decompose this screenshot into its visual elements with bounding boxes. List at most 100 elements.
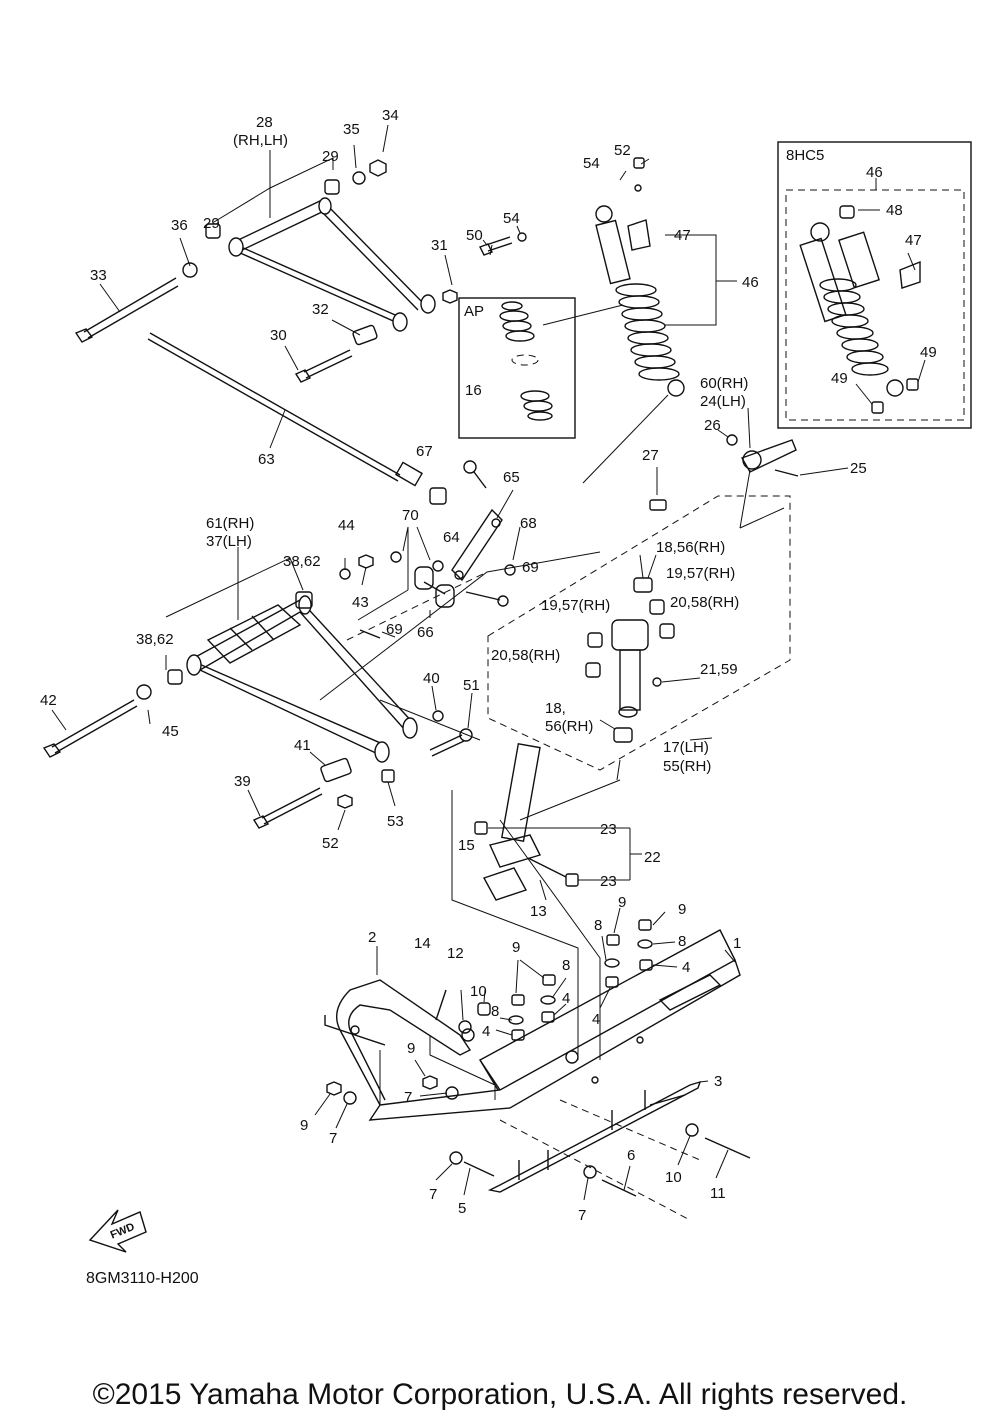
callout: 34 [382,107,399,124]
callout: 55(RH) [663,758,711,775]
callout: 41 [294,737,311,754]
callout: 67 [416,443,433,460]
callout: 69 [522,559,539,576]
callout: 66 [417,624,434,641]
callout: 8 [594,917,602,934]
ski-handle [324,979,475,1106]
callout: 47 [674,227,691,244]
callout: 9 [618,894,626,911]
callout: 28 [256,114,273,131]
ski-hardware [326,919,751,1197]
callout: 48 [886,202,903,219]
callout: 19,57(RH) [541,597,610,614]
callout: 63 [258,451,275,468]
callout: 68 [520,515,537,532]
callout: 8 [678,933,686,950]
callout: 54 [503,210,520,227]
callout: 39 [234,773,251,790]
callout: 4 [482,1023,490,1040]
callout: 31 [431,237,448,254]
callout: 9 [300,1117,308,1134]
callout: 56(RH) [545,718,593,735]
callout: 40 [423,670,440,687]
callout: 9 [407,1040,415,1057]
bolt-51 [429,728,473,757]
bolt-30 [294,349,353,383]
callout: 30 [270,327,287,344]
callout: 44 [338,517,355,534]
callout: 51 [463,677,480,694]
callout: 26 [704,417,721,434]
callout: 21,59 [700,661,738,678]
shock-absorber [582,157,685,484]
callouts: 1 2 3 4 4 4 4 5 6 7 7 7 7 8 8 8 8 9 9 9 … [40,107,937,1224]
callout: 70 [402,507,419,524]
callout: 52 [614,142,631,159]
callout: 10 [665,1169,682,1186]
callout: 65 [503,469,520,486]
callout: 42 [40,692,57,709]
callout: (RH,LH) [233,132,288,149]
callout: 7 [429,1186,437,1203]
callout: 61(RH) [206,515,254,532]
callout: 7 [329,1130,337,1147]
callout: 7 [404,1089,412,1106]
callout: 24(LH) [700,393,746,410]
callout: 46 [866,164,883,181]
callout: 49 [831,370,848,387]
callout: 5 [458,1200,466,1217]
inset-8hc5: 8HC5 [777,141,972,429]
callout: 52 [322,835,339,852]
callout: 22 [644,849,661,866]
callout: 19,57(RH) [666,565,735,582]
callout: 25 [850,460,867,477]
steering-arm [726,434,799,477]
callout: 13 [530,903,547,920]
callout: 9 [678,901,686,918]
callout: 49 [920,344,937,361]
callout: 23 [600,821,617,838]
callout: 18, [545,700,566,717]
inset-8hc5-label: 8HC5 [786,147,824,164]
callout: 14 [414,935,431,952]
bolt-33 [74,277,179,343]
callout: 54 [583,155,600,172]
shock-spring [615,283,680,381]
callout: 45 [162,723,179,740]
callout: 20,58(RH) [670,594,739,611]
callout: 8 [491,1003,499,1020]
callout: 8 [562,957,570,974]
callout: 12 [447,945,464,962]
copyright-notice: ©2015 Yamaha Motor Corporation, U.S.A. A… [92,1378,908,1411]
bolt-39 [252,787,323,829]
callout: 36 [171,217,188,234]
callout: 64 [443,529,460,546]
callout: 9 [512,939,520,956]
callout: 47 [905,232,922,249]
callout: 17(LH) [663,739,709,756]
callout: 10 [470,983,487,1000]
callout: 16 [465,382,482,399]
callout: 18,56(RH) [656,539,725,556]
callout: 7 [578,1207,586,1224]
callout: 11 [710,1185,726,1202]
callout: 27 [642,447,659,464]
bolt-42 [42,699,138,758]
callout: 38,62 [136,631,174,648]
bolt-50 [479,232,527,256]
reference-code: 8GM3110-H200 [86,1270,199,1287]
callout: 38,62 [283,553,321,570]
callout: 4 [592,1011,600,1028]
stabilizer-rod [147,332,423,487]
callout: 23 [600,873,617,890]
callout: 50 [466,227,483,244]
spindle-housing [585,499,675,743]
callout: 46 [742,274,759,291]
callout: 32 [312,301,329,318]
callout: 37(LH) [206,533,252,550]
inset-spring [819,278,889,376]
callout: 53 [387,813,404,830]
upper-a-arm [182,159,458,346]
callout: 15 [458,837,475,854]
